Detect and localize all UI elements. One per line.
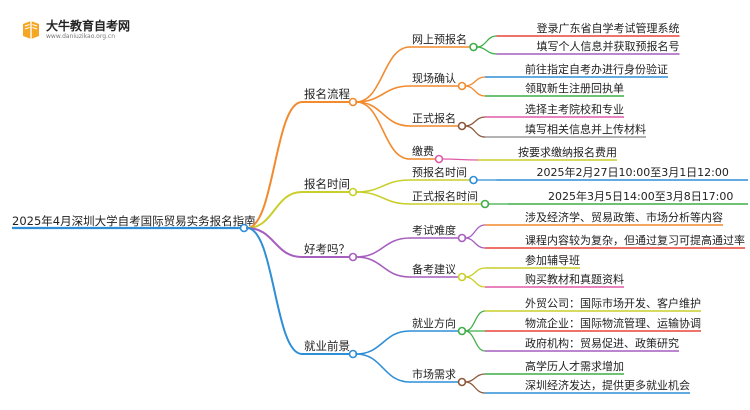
leaf-label: 填写个人信息并获取预报名号 [537,39,680,53]
leaf-label: 参加辅导班 [525,253,580,267]
connector-line [464,267,486,278]
branch-label: 就业前景 [304,339,350,353]
branch-label: 报名流程 [304,87,350,101]
connector-line [464,373,486,383]
sub-branch-label: 正式报名 [412,111,456,125]
sub-branch-label: 就业方向 [412,316,456,330]
connector-line [464,125,486,138]
connector-line [246,191,303,229]
connector-line [355,46,411,103]
logo-name: 大牛教育自考网 [46,19,131,33]
leaf-label: 外贸公司：国际市场开发、客户维护 [525,296,701,310]
leaf-label: 高学历人才需求增加 [525,359,624,373]
connector-line [464,85,486,97]
site-logo[interactable]: 大牛教育自考网 www.daniuzikao.org.cn [20,14,130,50]
leaf-label: 选择主考院校和专业 [525,102,624,116]
connector-line [464,237,486,249]
leaf-label: 填写相关信息并上传材料 [525,122,646,136]
connector-line [246,227,303,355]
root-title: 2025年4月深圳大学自考国际贸易实务报名指南 [12,214,256,228]
branch-label: 报名时间 [304,177,350,191]
leaf-label: 按要求缴纳报名费用 [518,145,617,159]
connector-line [464,76,486,87]
leaf-label: 登录广东省自学考试管理系统 [537,21,680,35]
connector-line [246,101,303,229]
connector-line [355,237,411,258]
connector-line [355,101,411,160]
connector-line [475,46,498,55]
connector-line [464,381,486,394]
sub-branch-label: 备考建议 [412,262,456,276]
leaf-label: 涉及经济学、贸易政策、市场分析等内容 [525,210,723,224]
leaf-label: 课程内容较为复杂，但通过复习可提高通过率 [525,233,745,247]
logo-url: www.daniuzikao.org.cn [46,33,116,40]
connector-line [464,330,486,352]
connector-line [355,353,411,383]
connector-line [355,179,411,193]
sub-branch-label: 预报名时间 [412,165,467,179]
connector-line [464,224,486,239]
leaf-label: 2025年2月27日10:00至3月1日12:00 [537,165,729,179]
leaf-label: 前往指定自考办进行身份验证 [525,62,668,76]
connector-line [475,35,498,48]
leaf-label: 政府机构：贸易促进、政策研究 [525,336,679,350]
sub-branch-label: 缴费 [412,144,434,158]
sub-branch-label: 市场需求 [412,367,456,381]
sub-branch-label: 现场确认 [412,71,456,85]
connector-line [355,330,411,355]
sub-branch-label: 考试难度 [412,223,456,237]
leaf-label: 深圳经济发达，提供更多就业机会 [525,378,690,392]
connector-line [441,158,479,161]
leaf-label: 领取新生注册回执单 [525,81,624,95]
connector-line [355,256,411,278]
leaf-label: 物流企业：国际物流管理、运输协调 [525,316,701,330]
branch-label: 好考吗？ [304,242,350,256]
leaf-label: 购买教材和真题资料 [525,272,624,286]
connector-line [464,276,486,288]
leaf-label: 2025年3月5日14:00至3月8日17:00 [548,189,733,203]
connector-line [355,85,411,103]
connector-line [355,191,411,205]
connector-line [464,116,486,127]
connector-line [355,101,411,127]
sub-branch-label: 网上预报名 [412,32,467,46]
sub-branch-label: 正式报名时间 [412,189,478,203]
connector-line [246,227,303,258]
connector-line [464,310,486,332]
book-logo-icon [23,21,39,39]
